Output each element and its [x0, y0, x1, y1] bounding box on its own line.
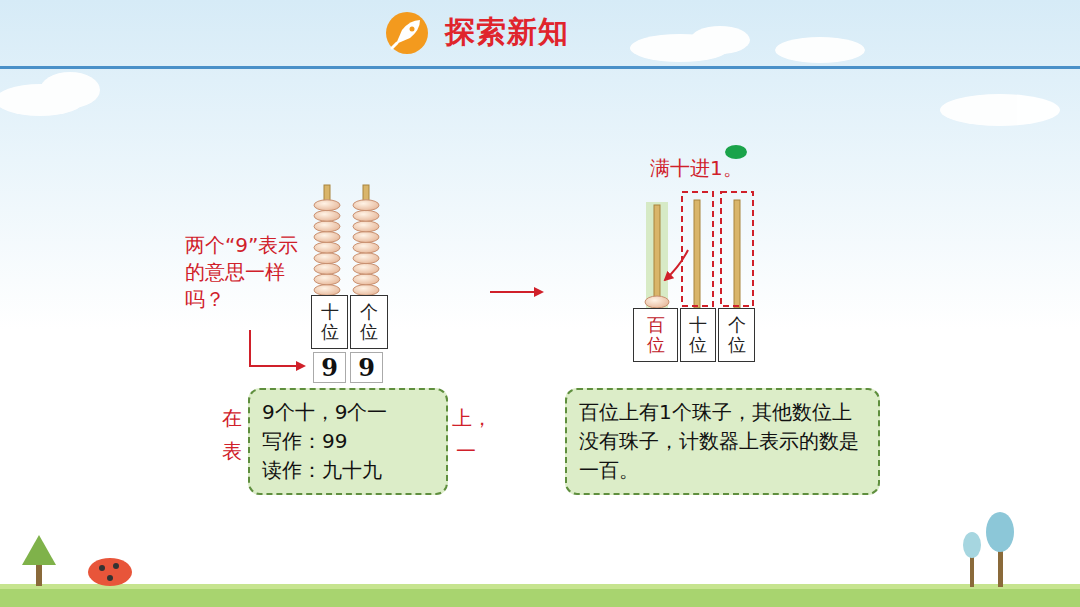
place-name: 十位	[321, 302, 339, 342]
abacus-bead	[353, 232, 379, 243]
abacus-bead	[353, 200, 379, 211]
ground	[0, 588, 1080, 607]
abacus-bead	[314, 285, 340, 296]
explanation-text: 写作：99	[262, 427, 434, 456]
header-line	[0, 66, 1080, 69]
digit-box: 9	[350, 352, 383, 383]
hidden-text-fragment: 在	[222, 405, 242, 432]
place-value-box: 个位	[718, 308, 755, 362]
hidden-text-fragment: 上，	[452, 405, 492, 432]
ground-edge	[0, 584, 1080, 589]
place-name: 个位	[360, 302, 378, 342]
explanation-text: 百位上有1个珠子，其他数位上没有珠子，计数器上表示的数是一百。	[579, 398, 866, 485]
abacus-bead	[353, 253, 379, 264]
digit: 9	[321, 353, 338, 382]
explanation-text: 读作：九十九	[262, 456, 434, 485]
carry-rule: 满十进1。	[650, 155, 743, 182]
abacus-bead	[353, 210, 379, 221]
place-name: 十位	[689, 315, 707, 355]
abacus-bead	[353, 274, 379, 285]
transition-arrow	[490, 291, 542, 293]
leader-arrow	[250, 330, 304, 366]
abacus-bead	[314, 253, 340, 264]
ladybug	[88, 558, 132, 586]
abacus-bead	[314, 263, 340, 274]
place-value-box: 十位	[680, 308, 716, 362]
tree-left	[22, 535, 56, 586]
question-text: 两个“9”表示的意思一样吗？	[185, 232, 303, 313]
hidden-text-fragment: 表	[222, 438, 242, 465]
abacus-left	[314, 185, 379, 297]
place-name: 百位	[647, 315, 665, 355]
explanation-text: 9个十，9个一	[262, 398, 434, 427]
digit-box: 9	[313, 352, 346, 383]
abacus-bead	[353, 242, 379, 253]
place-value-box: 百位	[633, 308, 678, 362]
abacus-bead	[353, 263, 379, 274]
abacus-right	[645, 145, 753, 308]
abacus-bead	[314, 200, 340, 211]
place-name: 个位	[728, 315, 746, 355]
abacus-bead	[314, 242, 340, 253]
abacus-bead	[314, 232, 340, 243]
abacus-bead	[314, 210, 340, 221]
tree-right	[963, 512, 1014, 587]
abacus-bead	[314, 274, 340, 285]
abacus-bead	[353, 285, 379, 296]
place-value-box: 个位	[350, 295, 388, 349]
abacus-bead	[314, 221, 340, 232]
explanation-box: 百位上有1个珠子，其他数位上没有珠子，计数器上表示的数是一百。	[565, 388, 880, 495]
abacus-bead	[353, 221, 379, 232]
hidden-text-fragment: 一	[456, 438, 476, 465]
rocket-icon	[386, 12, 428, 54]
digit: 9	[358, 353, 375, 382]
slide-title: 探索新知	[445, 12, 569, 53]
explanation-box: 9个十，9个一写作：99读作：九十九	[248, 388, 448, 495]
place-value-box: 十位	[311, 295, 348, 349]
